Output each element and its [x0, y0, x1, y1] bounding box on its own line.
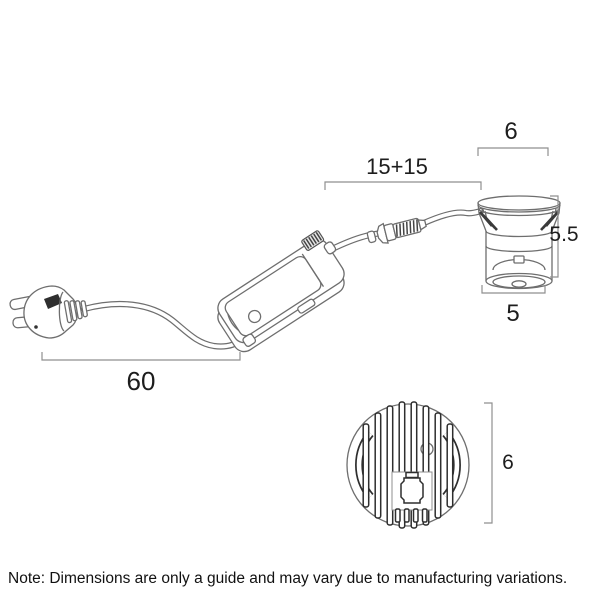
- inline-connector: [366, 217, 427, 244]
- heatsink-fin-stub: [394, 508, 401, 523]
- dimension-label-fitting-height: 5.5: [549, 223, 578, 246]
- gland-tab: [405, 471, 419, 479]
- downlight-side-view: [477, 195, 561, 290]
- led-driver: [217, 230, 345, 353]
- dimension-label-fitting-top: 6: [504, 118, 517, 145]
- fin-shading-right: [540, 211, 559, 231]
- heatsink-fin-stub: [412, 508, 419, 523]
- dimension-line-fitting-face: [481, 285, 546, 294]
- dimension-label-fitting-face: 5: [506, 300, 519, 327]
- fin-lines: [481, 207, 557, 221]
- mains-cord: [80, 300, 251, 350]
- connector-ribs: [395, 219, 419, 237]
- fitting-shoulder-right: [551, 202, 561, 232]
- rim-ring-1: [477, 204, 561, 213]
- dimension-line-heatsink: [484, 402, 493, 524]
- plug-body-seam: [58, 291, 65, 332]
- driver-lid-curve: [227, 313, 240, 331]
- plug-strain-relief: [63, 300, 88, 324]
- dimension-label-heatsink: 6: [502, 451, 514, 474]
- connector-flange: [376, 222, 389, 244]
- switch-ribs: [303, 231, 323, 249]
- dimension-label-driver-leads: 15+15: [366, 154, 428, 179]
- lead-segment-2-fill: [422, 209, 483, 225]
- heatsink-fin: [374, 412, 382, 519]
- heatsink-fin: [434, 412, 442, 519]
- dimensions: 60 15+15 6 5.5 5 6: [41, 118, 579, 524]
- lens-ring: [492, 275, 546, 289]
- fitting-body-sides: [485, 231, 553, 281]
- fitting-shoulder-left: [477, 202, 487, 232]
- driver-cable-exit: [323, 241, 337, 255]
- driver-button: [247, 309, 262, 324]
- dimension-line-fitting-height: [550, 195, 559, 278]
- plug-body: [23, 285, 78, 339]
- cable-gland: [400, 477, 424, 504]
- heatsink-rear-view: [346, 401, 470, 529]
- heatsink-fin-stub: [403, 508, 410, 523]
- mains-cord-fill: [82, 302, 249, 349]
- bezel-notch: [513, 255, 525, 264]
- dimension-line-driver-leads: [324, 181, 482, 190]
- heatsink-fin: [386, 405, 394, 526]
- lens-center: [511, 280, 527, 288]
- footnote: Note: Dimensions are only a guide and ma…: [8, 570, 568, 587]
- heatsink-fin-stub: [421, 508, 428, 523]
- heatsink-fin: [362, 423, 370, 508]
- strain-rib: [69, 300, 78, 322]
- fin-shading-left: [479, 211, 498, 231]
- strain-rib: [80, 300, 88, 318]
- fitting-step: [485, 230, 553, 238]
- driver-dip-switch: [301, 230, 325, 251]
- strain-rib: [63, 300, 73, 324]
- dimension-label-cord: 60: [127, 366, 156, 396]
- heatsink-fin: [446, 423, 454, 508]
- dimension-line-cord: [41, 352, 241, 361]
- power-plug: [9, 285, 88, 339]
- driver-mount-tab: [297, 298, 316, 314]
- driver-lid-seam: [301, 253, 325, 288]
- connector-taper: [417, 219, 427, 231]
- driver-cable-entry: [242, 333, 257, 347]
- connector-collar: [366, 230, 377, 244]
- plug-pin-shroud: [44, 294, 62, 309]
- fitting-top-rim: [477, 195, 561, 211]
- fitting-seam: [485, 245, 553, 253]
- plug-earth-mark: [34, 325, 38, 329]
- strain-rib: [74, 300, 83, 320]
- dimension-line-fitting-top: [477, 147, 549, 156]
